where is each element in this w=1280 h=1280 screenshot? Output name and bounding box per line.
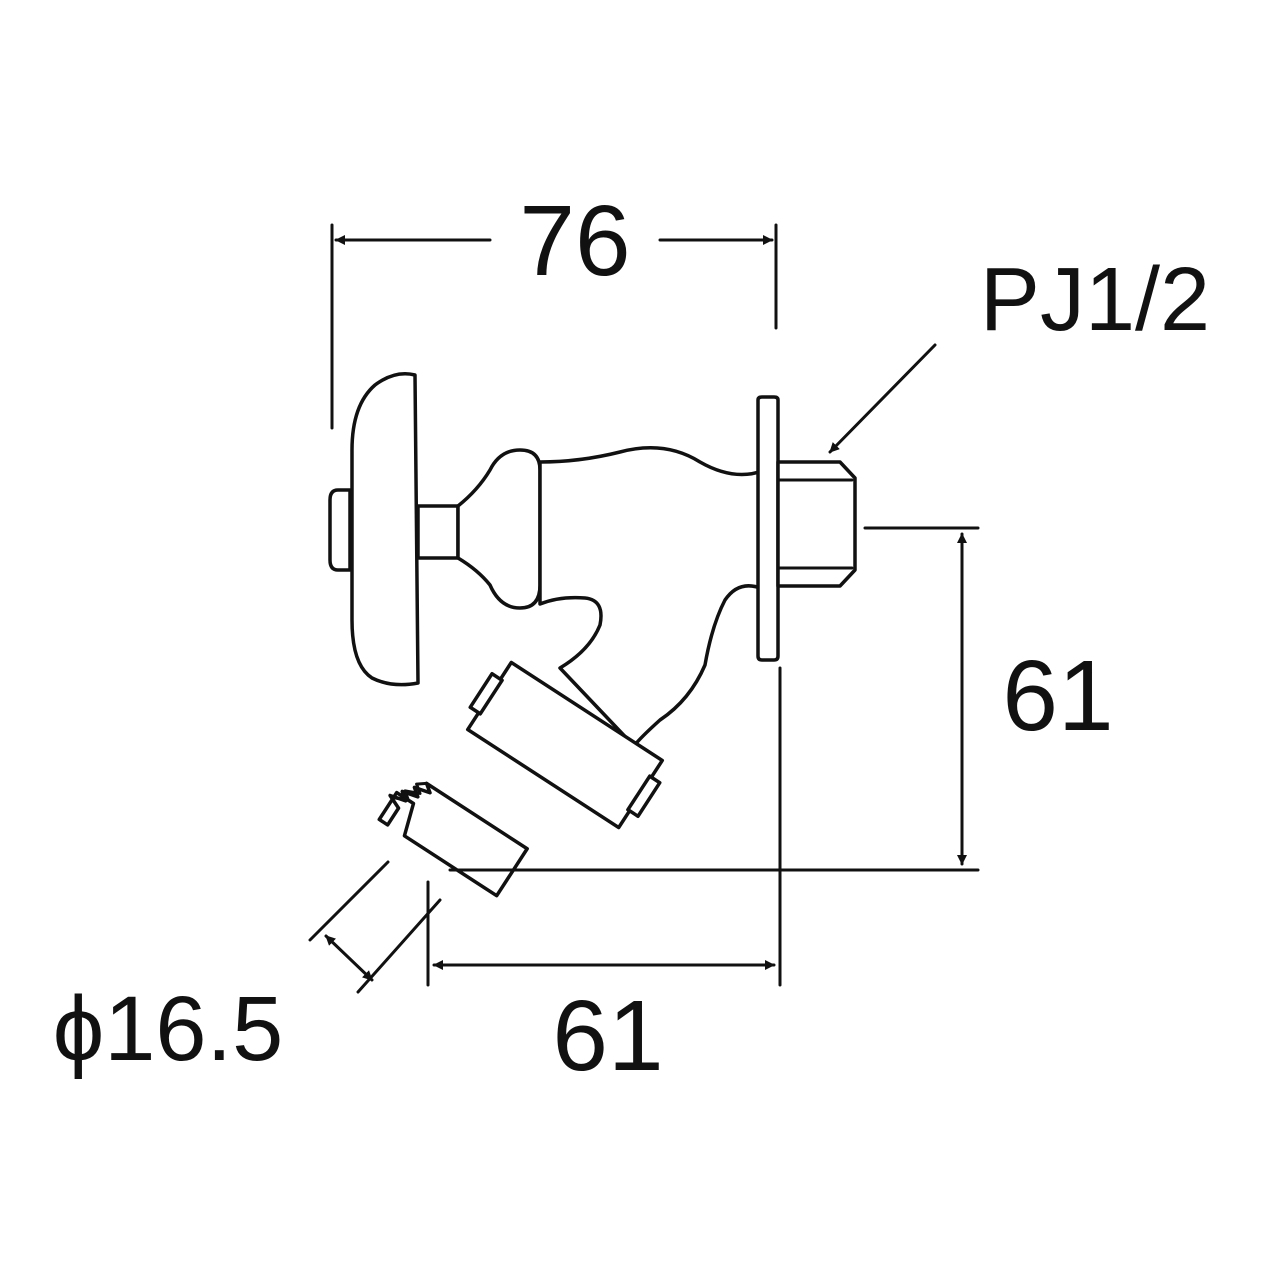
handle-knob: [350, 372, 420, 687]
dimension-label-61-horizontal: 61: [552, 980, 663, 1092]
thread-callout: PJ1/2: [828, 250, 1210, 454]
dimension-61-vertical: 61: [448, 526, 1114, 872]
hose-barb: [377, 781, 529, 898]
dimension-label-76: 76: [519, 185, 630, 297]
dimension-label-hose-diameter: ϕ16.5: [53, 978, 284, 1080]
handle-cap: [328, 488, 352, 572]
bonnet: [456, 448, 542, 610]
dimension-label-61-vertical: 61: [1002, 640, 1113, 752]
faucet-body: [328, 372, 857, 898]
thread-connection: [776, 460, 857, 588]
handle-stem: [416, 504, 460, 560]
dimension-76: 76: [330, 185, 778, 430]
wall-flange: [756, 395, 780, 662]
dimension-61-horizontal: 61: [426, 666, 782, 1092]
thread-size-label: PJ1/2: [980, 250, 1210, 350]
dimension-hose-diameter: ϕ16.5: [53, 860, 442, 1080]
extension-line-hose-a: [308, 860, 390, 942]
valve-body: [538, 446, 767, 748]
hose-nut: [465, 660, 665, 830]
dim-line-hose-diameter: [324, 934, 374, 982]
thread-leader-line: [828, 343, 937, 454]
